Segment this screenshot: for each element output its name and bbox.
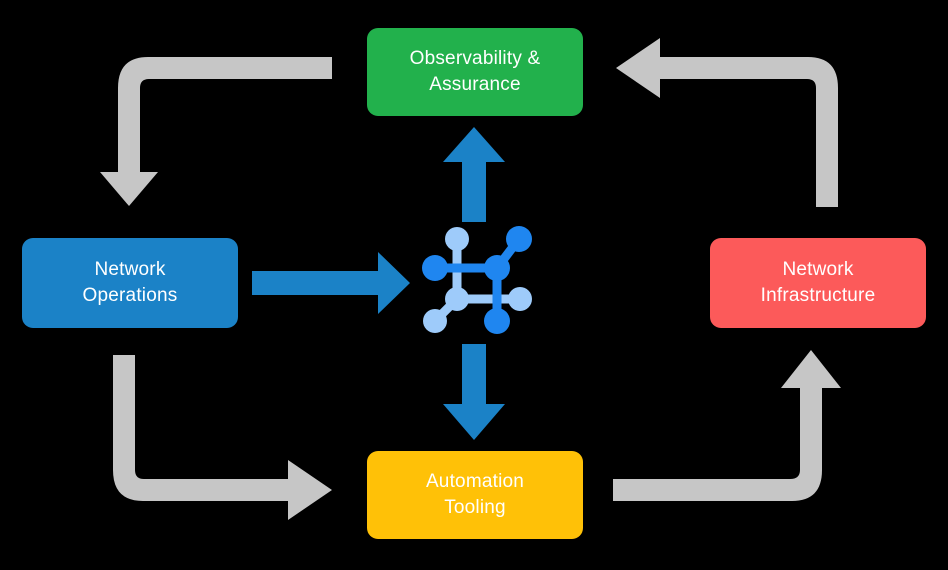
icon-node-bottom-right	[484, 308, 510, 334]
node-label-infrastructure-line1: Network	[782, 259, 854, 281]
arrow-infrastructure-to-observability	[616, 38, 838, 207]
icon-node-bottom-left	[423, 309, 447, 333]
node-label-observability-line2: Assurance	[429, 74, 521, 95]
arrow-operations-to-center	[252, 252, 410, 314]
arrow-operations-to-automation	[113, 355, 332, 520]
node-box-observability[interactable]: Observability & Assurance	[367, 28, 583, 116]
icon-node-hub	[484, 255, 510, 281]
network-topology-icon	[422, 226, 532, 334]
node-label-observability-line1: Observability &	[409, 48, 541, 70]
icon-node-mid-left	[445, 287, 469, 311]
node-label-automation-line2: Tooling	[444, 497, 506, 518]
icon-node-top-right	[506, 226, 532, 252]
node-label-operations-line2: Operations	[82, 285, 178, 306]
arrow-observability-to-operations	[100, 57, 332, 206]
icon-node-mid-right	[508, 287, 532, 311]
node-box-network-infrastructure[interactable]: Network Infrastructure	[710, 238, 926, 328]
arrow-center-to-observability	[443, 127, 505, 222]
arrow-automation-to-infrastructure	[613, 350, 841, 501]
node-label-infrastructure-line2: Infrastructure	[760, 285, 876, 306]
icon-node-left	[422, 255, 448, 281]
arrow-center-to-automation	[443, 344, 505, 440]
node-box-network-operations[interactable]: Network Operations	[22, 238, 238, 328]
node-label-operations-line1: Network	[94, 259, 166, 281]
icon-node-top-left	[445, 227, 469, 251]
node-box-automation-tooling[interactable]: Automation Tooling	[367, 451, 583, 539]
node-label-automation-line1: Automation	[425, 471, 525, 493]
